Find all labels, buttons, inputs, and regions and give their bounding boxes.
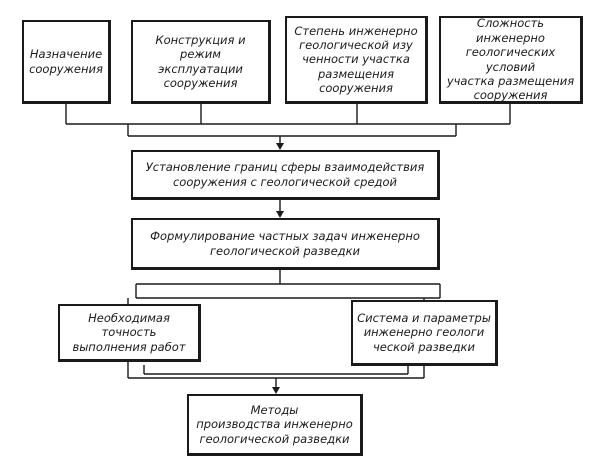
construction-box: Конструкция и режим эксплуатации сооруже… [131, 20, 271, 104]
system-label: Система и параметры инженерно геологи че… [357, 310, 491, 354]
boundaries-box: Установление границ сферы взаимодействия… [131, 150, 440, 200]
methods-box: Методы производства инженерно геологичес… [187, 394, 363, 456]
purpose-box: Назначение сооружения [22, 20, 111, 104]
methods-label: Методы производства инженерно геологичес… [196, 402, 353, 446]
arrow-head [276, 211, 284, 218]
study-degree-box: Степень инженерно геологической изу ченн… [285, 16, 428, 104]
arrow-head [272, 387, 280, 394]
boundaries-label: Установление границ сферы взаимодействия… [145, 160, 425, 189]
accuracy-box: Необходимая точность выполнения работ [58, 304, 201, 362]
complexity-label: Сложность инженерно геологических услови… [446, 16, 575, 103]
study-degree-label: Степень инженерно геологической изу ченн… [294, 23, 418, 96]
system-box: Система и параметры инженерно геологи че… [351, 300, 498, 366]
complexity-box: Сложность инженерно геологических услови… [439, 16, 583, 104]
tasks-box: Формулирование частных задач инженерно г… [131, 218, 440, 270]
arrow-head [276, 143, 284, 150]
tasks-label: Формулирование частных задач инженерно г… [150, 229, 420, 258]
construction-label: Конструкция и режим эксплуатации сооруже… [155, 32, 246, 90]
accuracy-label: Необходимая точность выполнения работ [72, 310, 186, 354]
purpose-label: Назначение сооружения [29, 47, 103, 76]
